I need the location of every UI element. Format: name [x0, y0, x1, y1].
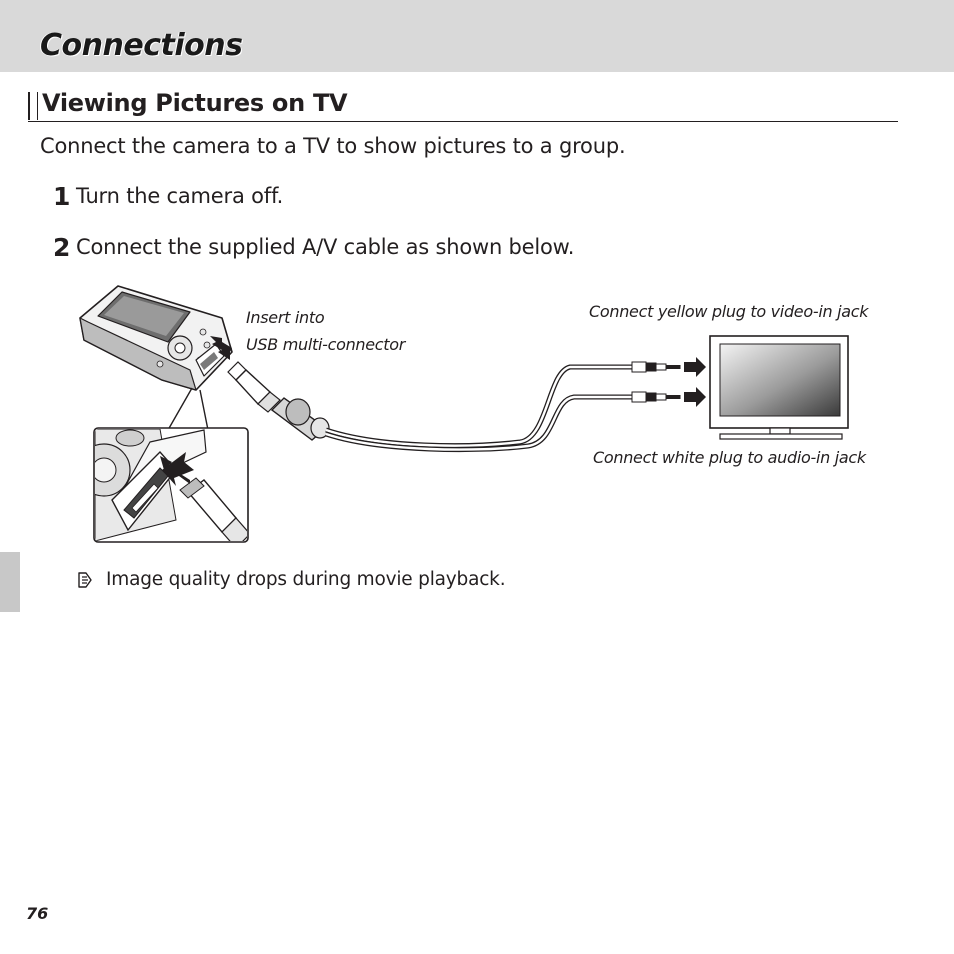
yellow-plug-caption: Connect yellow plug to video-in jack: [589, 302, 869, 321]
step-2-text: Connect the supplied A/V cable as shown …: [76, 235, 575, 259]
video-arrow-icon: [684, 357, 706, 377]
camera-illustration: [79, 285, 233, 391]
intro-paragraph: Connect the camera to a TV to show pictu…: [40, 134, 626, 158]
section-heading-marker: [28, 92, 38, 120]
av-cable: [325, 364, 636, 453]
chapter-header-band: [0, 0, 954, 72]
note-text: Image quality drops during movie playbac…: [106, 569, 506, 590]
step-1-number: 1: [53, 182, 71, 211]
zoom-callout-lines: [167, 387, 209, 431]
chapter-side-tab: [0, 552, 20, 612]
rca-plug-yellow: [631, 361, 681, 373]
insert-caption-line1: Insert into: [246, 308, 325, 327]
rca-plug-white: [631, 391, 681, 403]
pencil-note-icon: [78, 572, 92, 588]
tv-illustration: [709, 335, 849, 440]
white-plug-caption: Connect white plug to audio-in jack: [593, 448, 866, 467]
insert-caption-line2: USB multi-connector: [246, 335, 406, 354]
connector-closeup-inset: [93, 427, 249, 543]
section-divider: [28, 121, 898, 122]
insert-arrow-icon: [210, 336, 232, 360]
page-number: 76: [26, 904, 49, 923]
chapter-title: Connections: [40, 28, 243, 63]
connection-diagram: [79, 285, 849, 543]
step-1-text: Turn the camera off.: [76, 184, 284, 208]
section-title: Viewing Pictures on TV: [42, 89, 348, 117]
audio-arrow-icon: [684, 387, 706, 407]
usb-plug-illustration: [227, 361, 330, 441]
step-2-number: 2: [53, 233, 71, 262]
